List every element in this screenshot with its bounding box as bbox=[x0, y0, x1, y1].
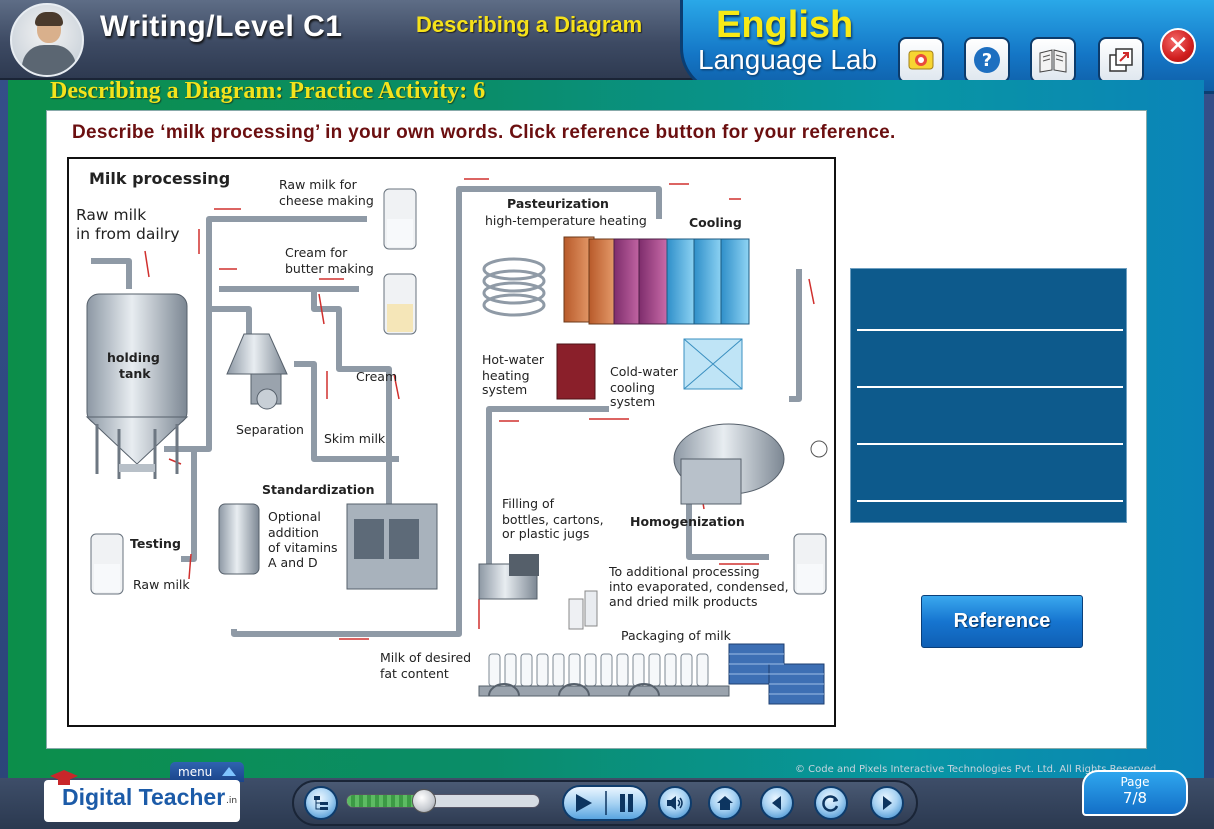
label-holding-tank-2: tank bbox=[119, 366, 151, 381]
label-hot-water-2: heating bbox=[482, 368, 530, 383]
refresh-icon bbox=[821, 793, 841, 813]
label-vitamins-1: Optional bbox=[268, 509, 321, 524]
label-hot-water-3: system bbox=[482, 382, 527, 397]
label-testing: Testing bbox=[130, 536, 181, 551]
label-cheese-1: Raw milk for bbox=[279, 177, 357, 192]
label-separation: Separation bbox=[236, 422, 304, 437]
glossary-button[interactable] bbox=[1030, 37, 1076, 83]
label-cold-water-1: Cold-water bbox=[610, 364, 678, 379]
brand-english: English bbox=[716, 4, 853, 47]
diagram-title: Milk processing bbox=[89, 171, 230, 186]
play-pause-icons bbox=[564, 787, 646, 819]
label-standardization: Standardization bbox=[262, 482, 375, 497]
brand-language-lab: Language Lab bbox=[698, 44, 877, 76]
play-pause-control bbox=[562, 785, 648, 821]
writing-line bbox=[857, 500, 1123, 502]
arrow-right-icon bbox=[877, 793, 897, 813]
close-button[interactable]: ✕ bbox=[1160, 28, 1196, 64]
label-high-temp: high-temperature heating bbox=[485, 213, 647, 228]
digital-teacher-logo: Digital Teacher bbox=[62, 784, 225, 811]
previous-button[interactable] bbox=[760, 786, 794, 820]
label-additional-2: into evaporated, condensed, bbox=[609, 579, 789, 594]
label-vitamins-3: of vitamins bbox=[268, 540, 338, 555]
logo-suffix: .in bbox=[226, 796, 237, 806]
label-pasteurization: Pasteurization bbox=[507, 196, 609, 211]
label-hot-water-1: Hot-water bbox=[482, 352, 544, 367]
label-fat-content-2: fat content bbox=[380, 666, 449, 681]
label-cooling: Cooling bbox=[689, 215, 742, 230]
label-cold-water-2: cooling bbox=[610, 380, 655, 395]
label-filling-2: bottles, cartons, bbox=[502, 512, 604, 527]
speaker-icon bbox=[665, 793, 685, 813]
label-holding-tank-1: holding bbox=[107, 350, 160, 365]
page-label: Page bbox=[1084, 775, 1186, 789]
svg-text:?: ? bbox=[982, 50, 992, 71]
popout-icon bbox=[1106, 45, 1136, 75]
instruction-text: Describe ‘milk processing’ in your own w… bbox=[72, 122, 896, 144]
label-vitamins-4: A and D bbox=[268, 555, 318, 570]
progress-knob[interactable] bbox=[412, 789, 436, 813]
label-filling-3: or plastic jugs bbox=[502, 526, 589, 541]
milk-processing-diagram: Milk processing Raw milk in from dailry … bbox=[67, 157, 836, 727]
replay-button[interactable] bbox=[814, 786, 848, 820]
page-indicator: Page 7/8 bbox=[1082, 770, 1188, 816]
label-vitamins-2: addition bbox=[268, 525, 319, 540]
label-skim-milk: Skim milk bbox=[324, 431, 385, 446]
label-additional-1: To additional processing bbox=[609, 564, 760, 579]
label-cream-butter-1: Cream for bbox=[285, 245, 347, 260]
index-button[interactable] bbox=[304, 786, 338, 820]
label-cream-butter-2: butter making bbox=[285, 261, 374, 276]
arrow-left-icon bbox=[767, 793, 787, 813]
label-packaging: Packaging of milk bbox=[621, 628, 731, 643]
pause-icon bbox=[620, 794, 625, 812]
play-icon bbox=[576, 794, 592, 812]
score-button[interactable] bbox=[898, 37, 944, 83]
label-cheese-2: cheese making bbox=[279, 193, 374, 208]
reference-button[interactable]: Reference bbox=[921, 595, 1083, 648]
help-button[interactable]: ? bbox=[964, 37, 1010, 83]
index-icon bbox=[311, 793, 331, 813]
label-raw-milk-in-1: Raw milk bbox=[76, 206, 146, 225]
home-button[interactable] bbox=[708, 786, 742, 820]
label-raw-milk: Raw milk bbox=[133, 577, 190, 592]
label-homogenization: Homogenization bbox=[630, 514, 745, 529]
label-filling-1: Filling of bbox=[502, 496, 554, 511]
menu-arrow-icon bbox=[222, 767, 236, 776]
writing-answer-box[interactable] bbox=[850, 268, 1127, 523]
volume-button[interactable] bbox=[658, 786, 692, 820]
help-icon: ? bbox=[972, 45, 1002, 75]
page-number: 7/8 bbox=[1084, 789, 1186, 807]
label-fat-content-1: Milk of desired bbox=[380, 650, 471, 665]
writing-line bbox=[857, 329, 1123, 331]
label-cold-water-3: system bbox=[610, 394, 655, 409]
home-icon bbox=[715, 793, 735, 813]
next-button[interactable] bbox=[870, 786, 904, 820]
score-icon bbox=[906, 45, 936, 75]
activity-title: Describing a Diagram: Practice Activity:… bbox=[50, 78, 485, 105]
popout-button[interactable] bbox=[1098, 37, 1144, 83]
level-title: Writing/Level C1 bbox=[100, 10, 343, 44]
label-raw-milk-in-2: in from dailry bbox=[76, 225, 180, 244]
writing-line bbox=[857, 386, 1123, 388]
book-icon bbox=[1037, 45, 1069, 75]
writing-line bbox=[857, 443, 1123, 445]
topic-title: Describing a Diagram bbox=[416, 12, 642, 38]
student-avatar-icon bbox=[10, 3, 84, 77]
label-additional-3: and dried milk products bbox=[609, 594, 758, 609]
progress-track[interactable] bbox=[346, 794, 540, 808]
label-cream: Cream bbox=[356, 369, 397, 384]
